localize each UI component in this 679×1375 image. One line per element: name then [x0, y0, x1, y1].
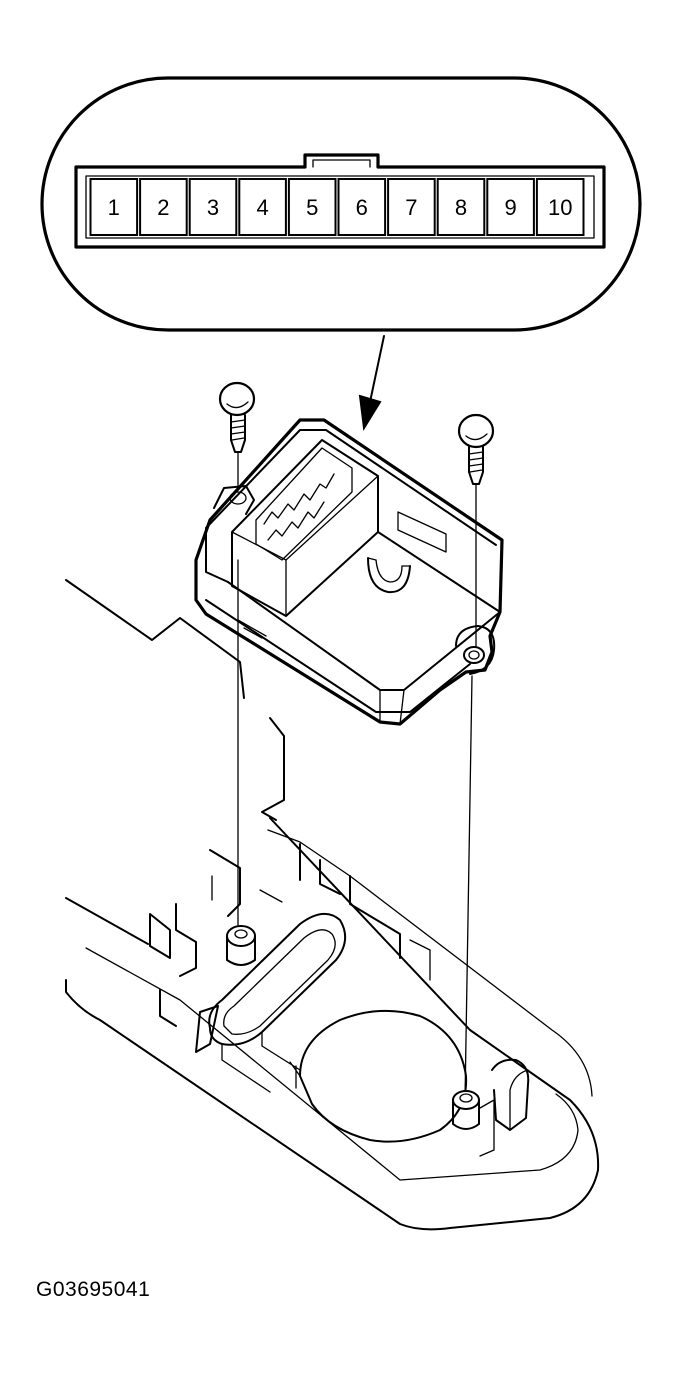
- pin-label-10: 10: [548, 195, 572, 220]
- alignment-lines: [237, 451, 477, 1101]
- pin-cell-3: [188, 178, 238, 236]
- connector-callout: 1 2 3 4 5 6 7 8 9 10: [40, 76, 642, 332]
- connector-pins: 1 2 3 4 5 6 7 8 9 10: [89, 178, 585, 236]
- screw-right: [457, 413, 495, 485]
- pin-label-1: 1: [108, 195, 120, 220]
- figure-id-label: G03695041: [36, 1278, 151, 1301]
- pin-cell-1: [89, 178, 139, 236]
- pin-label-2: 2: [157, 195, 169, 220]
- pin-cell-6: [337, 178, 387, 236]
- pin-cell-7: [387, 178, 436, 236]
- connector-housing: [74, 153, 606, 249]
- control-module: [194, 418, 504, 726]
- pin-label-7: 7: [405, 195, 417, 220]
- pin-cell-4: [238, 178, 287, 236]
- pin-label-9: 9: [504, 195, 516, 220]
- pin-cell-10: [535, 178, 585, 236]
- pin-cell-5: [287, 178, 337, 236]
- pin-label-4: 4: [256, 195, 268, 220]
- pin-label-3: 3: [207, 195, 219, 220]
- console-tray: [65, 817, 600, 1231]
- pin-cell-2: [139, 178, 188, 236]
- pin-label-6: 6: [356, 195, 368, 220]
- pin-label-5: 5: [306, 195, 318, 220]
- pin-cell-8: [436, 178, 486, 236]
- pin-cell-9: [486, 178, 535, 236]
- panel-background: [65, 579, 285, 945]
- screw-left: [218, 381, 256, 453]
- pin-label-8: 8: [455, 195, 467, 220]
- callout-arrow: [358, 335, 385, 431]
